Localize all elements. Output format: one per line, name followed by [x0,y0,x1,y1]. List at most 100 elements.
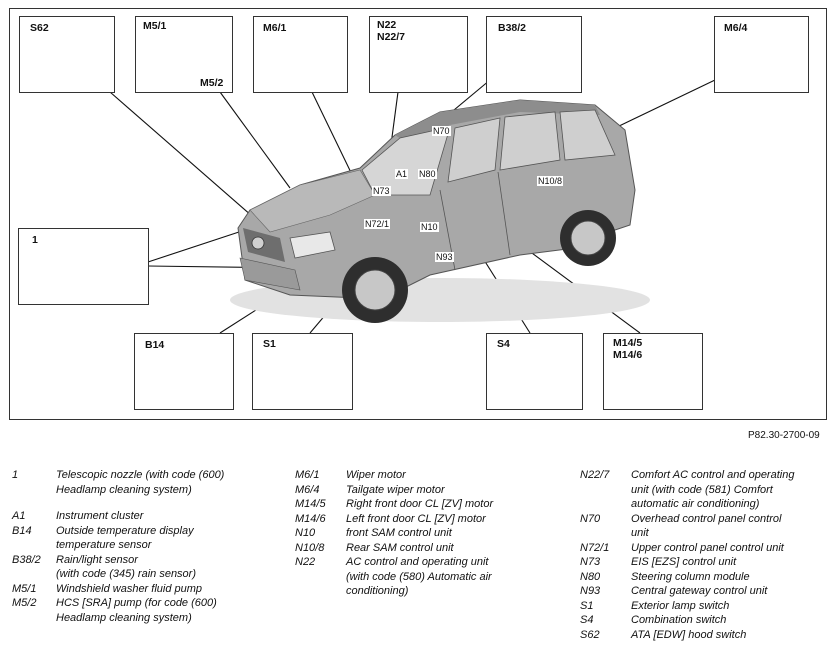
legend-code: M6/4 [295,483,320,496]
legend-description: Combination switch [631,614,727,626]
legend-item: S1 Exterior lamp switch [580,599,835,614]
legend-item: N73 EIS [EZS] control unit [580,555,835,570]
box-label-m51: M5/1 [143,20,167,32]
legend-item: N10 front SAM control unit [295,526,570,541]
legend-code: S1 [580,599,594,612]
legend-item: N72/1 Upper control panel control unit [580,541,835,556]
legend-description: front SAM control unit [346,527,452,539]
legend-description: Outside temperature display temperature … [56,524,194,552]
legend-description: Instrument cluster [56,510,144,522]
box-s1: S1 [252,333,353,410]
legend-item: N10/8 Rear SAM control unit [295,541,570,556]
box-1: 1 [18,228,149,305]
legend-description: Comfort AC control and operating unit (w… [631,469,795,510]
box-label-s4: S4 [497,338,510,350]
callout-n73: N73 [372,186,391,196]
box-label-b14: B14 [145,339,165,351]
legend-description: Left front door CL [ZV] motor [346,512,486,525]
legend-description: Exterior lamp switch [631,599,730,612]
legend-description: EIS [EZS] control unit [631,556,737,568]
legend-code: N80 [580,570,601,583]
legend-item: N93 Central gateway control unit [580,584,835,599]
legend-code: N72/1 [580,541,610,554]
legend-description: Rear SAM control unit [346,541,454,554]
box-label-s62: S62 [30,22,49,34]
legend-code: M14/5 [295,498,326,510]
callout-n80: N80 [418,169,437,179]
legend-description: Windshield washer fluid pump [56,582,203,595]
legend-description: ATA [EDW] hood switch [631,628,747,641]
legend-description: Tailgate wiper motor [346,483,445,496]
legend-item: N22 AC control and operating unit (with c… [295,555,570,599]
legend-code: N10/8 [295,541,325,554]
legend-description: Steering column module [631,570,750,583]
legend-description: Central gateway control unit [631,585,768,597]
box-label-s1: S1 [263,338,276,350]
legend-code: B14 [12,524,32,537]
legend-code: N22/7 [580,469,610,481]
box-m14: M14/5 M14/6 [603,333,703,410]
callout-n721: N72/1 [364,219,391,229]
legend-code: M6/1 [295,469,320,481]
legend-item: M5/1 Windshield washer fluid pump [12,582,282,597]
legend-column-3: N22/7 Comfort AC control and operating un… [580,468,835,642]
legend-description: Rain/light sensor (with code (345) rain … [56,553,197,581]
legend-code: S62 [580,628,600,641]
legend-item: B14 Outside temperature display temperatu… [12,524,282,553]
legend-code: A1 [12,510,26,522]
legend-code: B38/2 [12,553,41,566]
legend-code: N70 [580,512,601,525]
legend-item: S62 ATA [EDW] hood switch [580,628,835,643]
box-label-m14: M14/5 M14/6 [613,337,643,361]
box-label-m64: M6/4 [724,22,748,34]
callout-a1: A1 [395,169,409,179]
car-illustration [230,99,650,323]
legend-item: N80 Steering column module [580,570,835,585]
callout-n108: N10/8 [537,176,564,186]
callout-n10: N10 [420,222,439,232]
callout-n70: N70 [432,126,451,136]
legend-description: Right front door CL [ZV] motor [346,498,494,510]
legend-code: 1 [12,469,19,481]
legend-item: M6/4 Tailgate wiper motor [295,483,570,498]
legend-item: N70 Overhead control panel control unit [580,512,835,541]
legend-description: Telescopic nozzle (with code (600) Headl… [56,469,225,496]
box-label-b382: B38/2 [498,22,527,34]
legend-code: N73 [580,556,601,568]
box-s62: S62 [19,16,115,93]
legend-item: B38/2 Rain/light sensor (with code (345) … [12,553,282,582]
legend-description: AC control and operating unit (with code… [346,556,492,597]
legend-code: N22 [295,556,316,568]
callout-n93: N93 [435,252,454,262]
box-b382: B38/2 [486,16,582,93]
box-b14: B14 [134,333,234,410]
legend-code: M5/2 [12,597,37,609]
box-m61: M6/1 [253,16,348,93]
legend-description: Wiper motor [346,469,406,481]
legend-description: Overhead control panel control unit [631,512,782,540]
legend-item: N22/7 Comfort AC control and operating un… [580,468,835,512]
legend-item: M14/6 Left front door CL [ZV] motor [295,512,570,527]
box-label-m61: M6/1 [263,22,287,34]
legend-code: M14/6 [295,512,326,525]
legend-column-1: 1 Telescopic nozzle (with code (600) Head… [12,468,282,625]
box-label-n22: N22 N22/7 [377,19,406,43]
legend-code: N93 [580,585,601,597]
box-n22: N22 N22/7 [369,16,468,93]
legend-item: A1 Instrument cluster [12,509,282,524]
legend-item: M6/1 Wiper motor [295,468,570,483]
box-m51-m52: M5/1 M5/2 [135,16,233,93]
legend-item: 1 Telescopic nozzle (with code (600) Head… [12,468,282,497]
legend-gap [12,497,282,509]
reference-code: P82.30-2700-09 [748,430,820,441]
legend-description: Upper control panel control unit [631,541,784,554]
box-label-m52: M5/2 [200,77,224,89]
box-m64: M6/4 [714,16,809,93]
legend-item: M14/5 Right front door CL [ZV] motor [295,497,570,512]
legend-code: M5/1 [12,582,37,595]
box-label-1: 1 [32,234,38,246]
legend-code: N10 [295,527,316,539]
